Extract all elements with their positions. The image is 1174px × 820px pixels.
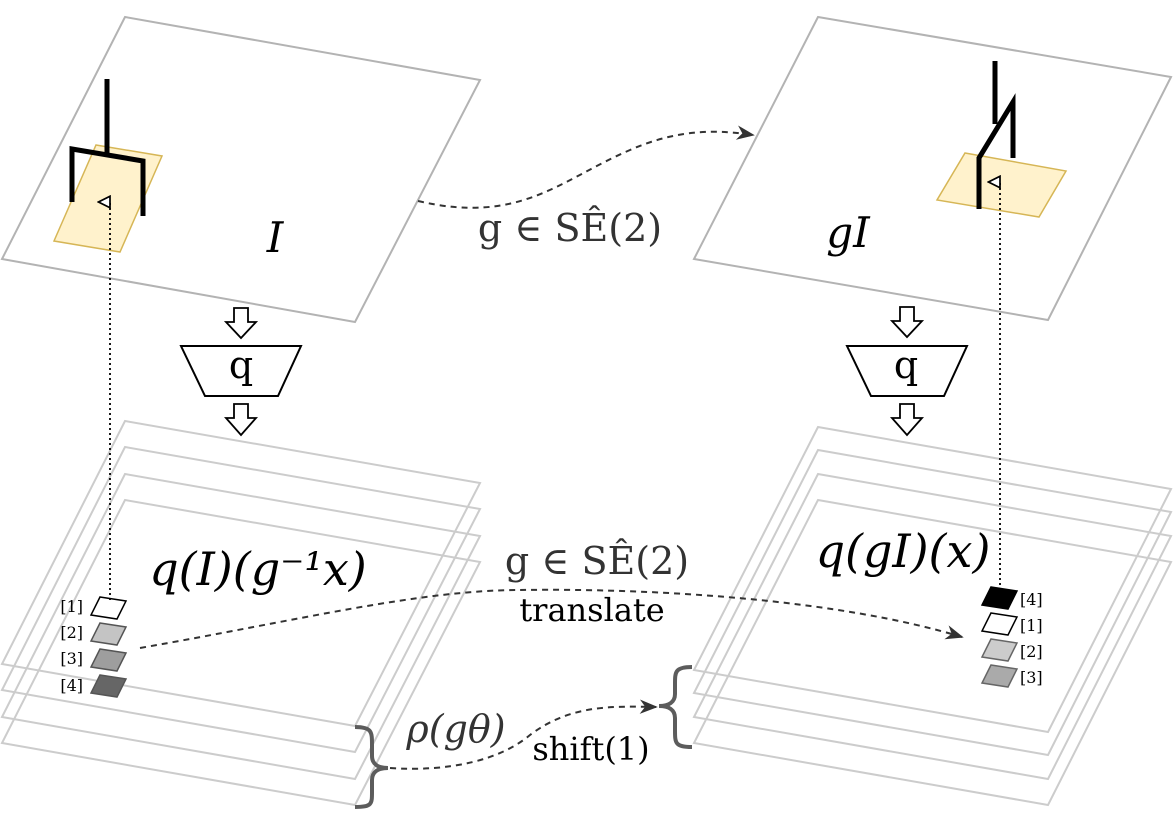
quantizer-left: q [179,343,303,397]
bin-item: [4] [980,586,1043,610]
bin-item: [4] [60,674,128,698]
feature-label-left: q(I)(g⁻¹x) [149,542,367,596]
svg-text:[2]: [2] [1020,642,1043,661]
bin-item: [2] [980,638,1043,662]
svg-text:[3]: [3] [60,649,83,668]
shift-arrow [389,699,658,770]
rho-label: ρ(gθ) [405,707,505,751]
transform-label-top: g ∈ SÊ(2) [478,206,662,250]
bin-swatch [980,664,1019,688]
svg-text:[4]: [4] [60,676,83,695]
down-arrow-icon [890,403,924,437]
svg-text:[4]: [4] [1020,590,1043,609]
grasp-patch-right [935,152,1068,218]
down-arrow-icon [224,403,258,437]
bin-swatch [980,586,1019,610]
svg-text:[3]: [3] [1020,668,1043,687]
feature-label-right: q(gI)(x) [816,524,991,578]
shift-label: shift(1) [532,730,649,768]
svg-text:[1]: [1] [60,597,83,616]
svg-text:[2]: [2] [60,623,83,642]
quantizer-right: q [845,343,969,397]
bin-item: [1] [60,596,128,620]
svg-text:[1]: [1] [1020,616,1043,635]
brace-right [658,665,693,749]
gripper-icon [69,79,146,216]
bin-item: [2] [60,622,128,646]
rotation-bins-left: [1] [2] [3] [4] [60,596,128,698]
bin-item: [3] [980,664,1043,688]
rotated-gripper-icon [976,61,1016,209]
bin-item: [3] [60,648,128,672]
rotation-bins-right: [4] [1] [2] [3] [980,586,1043,688]
bin-item: [1] [980,612,1043,636]
transform-arrow-middle [139,588,964,649]
bin-swatch [89,622,128,646]
image-label-right: gI [826,208,871,257]
bin-swatch [89,596,128,620]
feature-stack-right [692,425,1173,807]
bin-swatch [980,612,1019,636]
transform-label-middle: g ∈ SÊ(2) [505,539,689,583]
quantizer-label-right: q [894,343,918,387]
bin-swatch [980,638,1019,662]
brace-left [354,725,389,809]
quantizer-label-left: q [229,343,253,387]
bin-swatch [89,674,128,698]
transform-arrow-top [417,125,755,209]
down-arrow-icon [223,307,259,340]
bin-swatch [89,648,128,672]
translate-label: translate [519,591,664,629]
image-label-left: I [266,213,285,262]
image-plane-right [692,15,1173,322]
down-arrow-icon [889,306,925,339]
